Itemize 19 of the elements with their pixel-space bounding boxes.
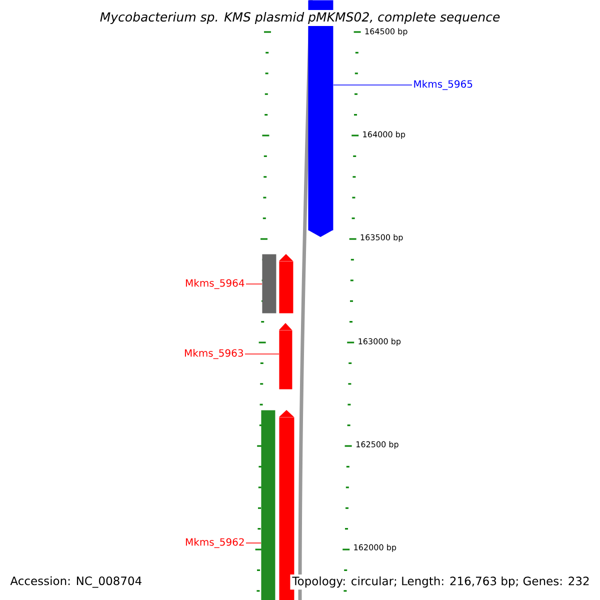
gene-feature [261, 410, 276, 600]
tick-label: 163500 bp [360, 234, 403, 242]
title: Mycobacterium sp. KMS plasmid pMKMS02, complete sequence [98, 10, 502, 26]
topology-text: Topology: circular; Length: 216,763 bp; Genes: 232 [290, 574, 592, 590]
tick-label: 164500 bp [365, 28, 408, 36]
gene-feature [279, 323, 292, 390]
leader-line [333, 84, 412, 86]
gene-feature [262, 254, 276, 314]
gene-label: Mkms_5963 [184, 349, 243, 359]
gene-label: Mkms_5962 [186, 538, 244, 548]
gene-label: Mkms_5965 [414, 80, 472, 90]
leader-line [246, 542, 262, 544]
gene-feature [279, 254, 294, 314]
tick-label: 162000 bp [354, 544, 396, 552]
tick-label: 163000 bp [358, 338, 401, 346]
gene-label: Mkms_5964 [186, 279, 244, 289]
tick-label: 164000 bp [363, 131, 406, 139]
accession-text: Accession: NC_008704 [10, 576, 142, 588]
tick-label: 162500 bp [356, 441, 398, 449]
